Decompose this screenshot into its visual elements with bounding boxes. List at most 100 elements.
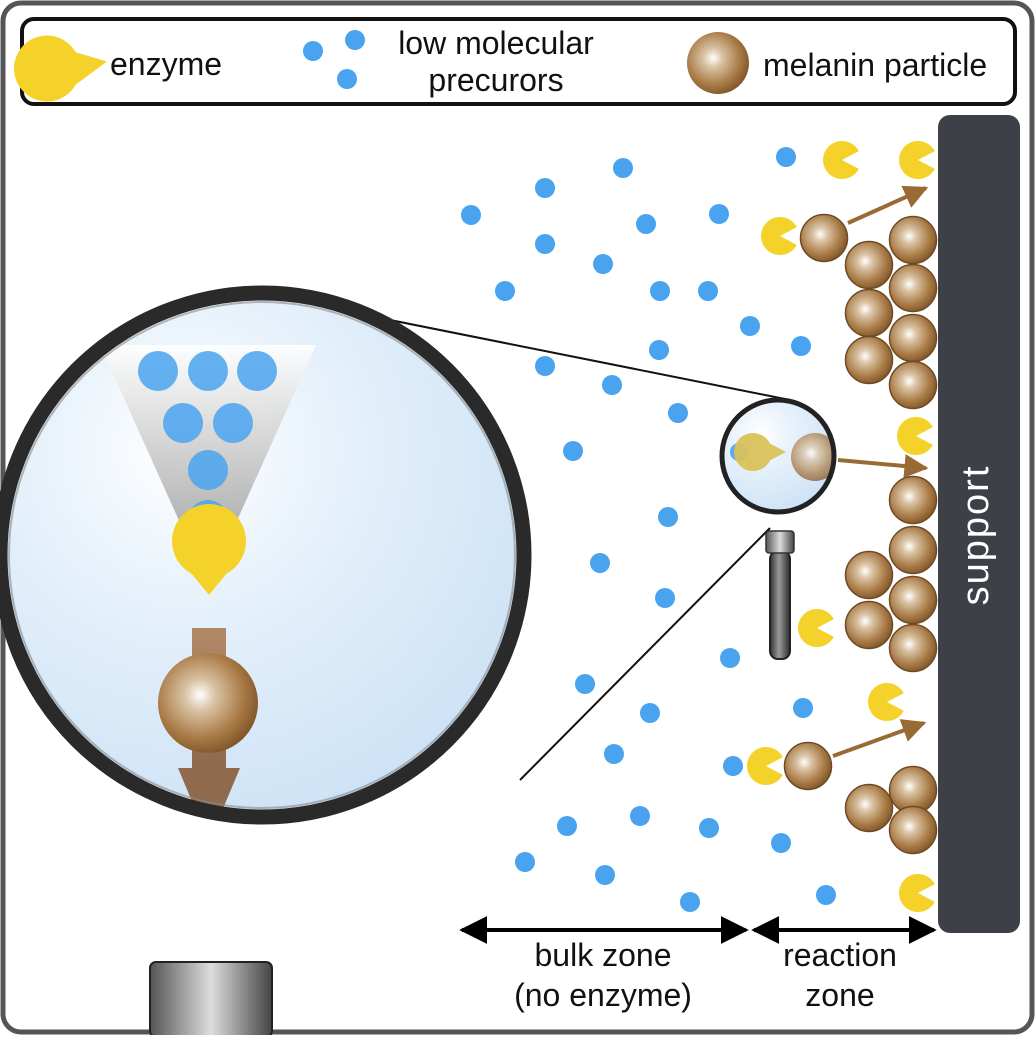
melanin-particle <box>888 263 938 313</box>
precursor-field <box>461 147 836 912</box>
precursor-dot <box>816 885 836 905</box>
precursor-dot <box>461 205 481 225</box>
enzyme-icon <box>798 609 834 647</box>
precursor-dot <box>602 375 622 395</box>
precursor-dot <box>720 648 740 668</box>
enzyme-icon <box>868 682 904 722</box>
precursor-dot <box>650 281 670 301</box>
cone-precursor-dot <box>163 403 203 443</box>
reaction-zone-label-line2: zone <box>805 977 874 1013</box>
precursor-dot <box>535 356 555 376</box>
precursor-dot <box>771 833 791 853</box>
cone-precursor-dot <box>188 351 228 391</box>
magnified-melanin-icon <box>158 653 258 753</box>
cone-precursor-dot <box>237 351 277 391</box>
enzyme-icon <box>823 141 859 180</box>
magnified-enzyme-icon <box>172 504 246 595</box>
legend-precursor-icon <box>303 41 323 61</box>
precursor-dot <box>563 441 583 461</box>
melanin-particle <box>844 288 894 338</box>
melanin-particle <box>844 600 894 650</box>
precursor-dot <box>698 281 718 301</box>
enzyme-icon <box>761 217 797 256</box>
small-magnifier-enzyme-icon <box>733 433 786 471</box>
cone-precursor-dot <box>138 351 178 391</box>
precursor-dot <box>515 852 535 872</box>
legend-melanin-icon <box>687 32 749 94</box>
melanin-particle <box>844 335 894 385</box>
precursor-dot <box>557 816 577 836</box>
bulk-zone-label-line2: (no enzyme) <box>514 977 692 1013</box>
precursor-dot <box>793 698 813 718</box>
precursor-dot <box>613 158 633 178</box>
precursor-dot <box>680 892 700 912</box>
precursor-dot <box>595 865 615 885</box>
small-magnifier-handle <box>769 550 791 660</box>
legend-enzyme-label: enzyme <box>110 46 222 82</box>
enzyme-icon <box>899 141 935 180</box>
big-magnifier-neck <box>149 961 273 1038</box>
legend-precursor-icon <box>345 30 365 50</box>
cone-precursor-dot <box>188 450 228 490</box>
legend-precursor-label-line2: precurors <box>428 62 563 98</box>
precursor-dot <box>658 507 678 527</box>
legend: enzyme low molecular precurors melanin p… <box>13 17 1017 106</box>
precursor-dot <box>535 234 555 254</box>
reaction-arrow <box>832 719 927 758</box>
melanin-particle <box>888 475 938 525</box>
precursor-dot <box>575 674 595 694</box>
melanin-particle <box>888 805 938 855</box>
enzyme-icon <box>747 746 783 785</box>
precursor-dot <box>604 744 624 764</box>
legend-precursor-icon <box>337 69 357 89</box>
legend-enzyme-icon <box>13 35 108 102</box>
big-magnifier-rim <box>0 285 532 825</box>
enzyme-group <box>747 141 935 912</box>
precursor-dot <box>699 818 719 838</box>
big-magnifier: support <box>0 285 532 1038</box>
precursor-dot <box>495 281 515 301</box>
melanin-particle <box>844 783 894 833</box>
melanin-particle <box>783 741 833 791</box>
small-magnifier-melanin-icon <box>791 433 834 481</box>
support-bar <box>938 115 1020 933</box>
legend-precursor-label-line1: low molecular <box>398 25 594 61</box>
melanin-particle <box>844 240 894 290</box>
melanin-particle <box>888 575 938 625</box>
precursor-dot <box>723 756 743 776</box>
precursor-dot <box>593 254 613 274</box>
reaction-arrow <box>837 454 929 478</box>
melanin-particle <box>888 215 938 265</box>
support-bar-label: support <box>955 465 997 606</box>
melanin-particle <box>844 550 894 600</box>
precursor-dot <box>655 588 675 608</box>
legend-melanin-label: melanin particle <box>763 47 987 83</box>
melanin-particle <box>799 213 849 263</box>
precursor-dot <box>636 214 656 234</box>
melanin-particle <box>888 623 938 673</box>
precursor-dot <box>709 204 729 224</box>
reaction-arrow <box>847 185 929 225</box>
cone-precursor-dot <box>213 403 253 443</box>
precursor-dot <box>630 806 650 826</box>
precursor-dot <box>791 336 811 356</box>
small-magnifier-rim <box>719 397 837 515</box>
melanin-deposit <box>783 213 938 855</box>
small-magnifier <box>719 397 837 660</box>
precursor-dot <box>590 553 610 573</box>
zoom-line-bottom <box>519 527 771 781</box>
precursor-dot <box>535 178 555 198</box>
enzyme-icon <box>897 417 933 456</box>
precursor-dot <box>649 340 669 360</box>
melanin-particle <box>888 360 938 410</box>
enzyme-icon <box>899 874 935 912</box>
melanin-particle <box>888 313 938 363</box>
precursor-dot <box>668 403 688 423</box>
zoom-line-top <box>344 310 791 401</box>
precursor-dot <box>740 316 760 336</box>
reaction-zone-label-line1: reaction <box>783 937 897 973</box>
small-magnifier-neck <box>765 530 795 554</box>
precursor-dot <box>640 703 660 723</box>
